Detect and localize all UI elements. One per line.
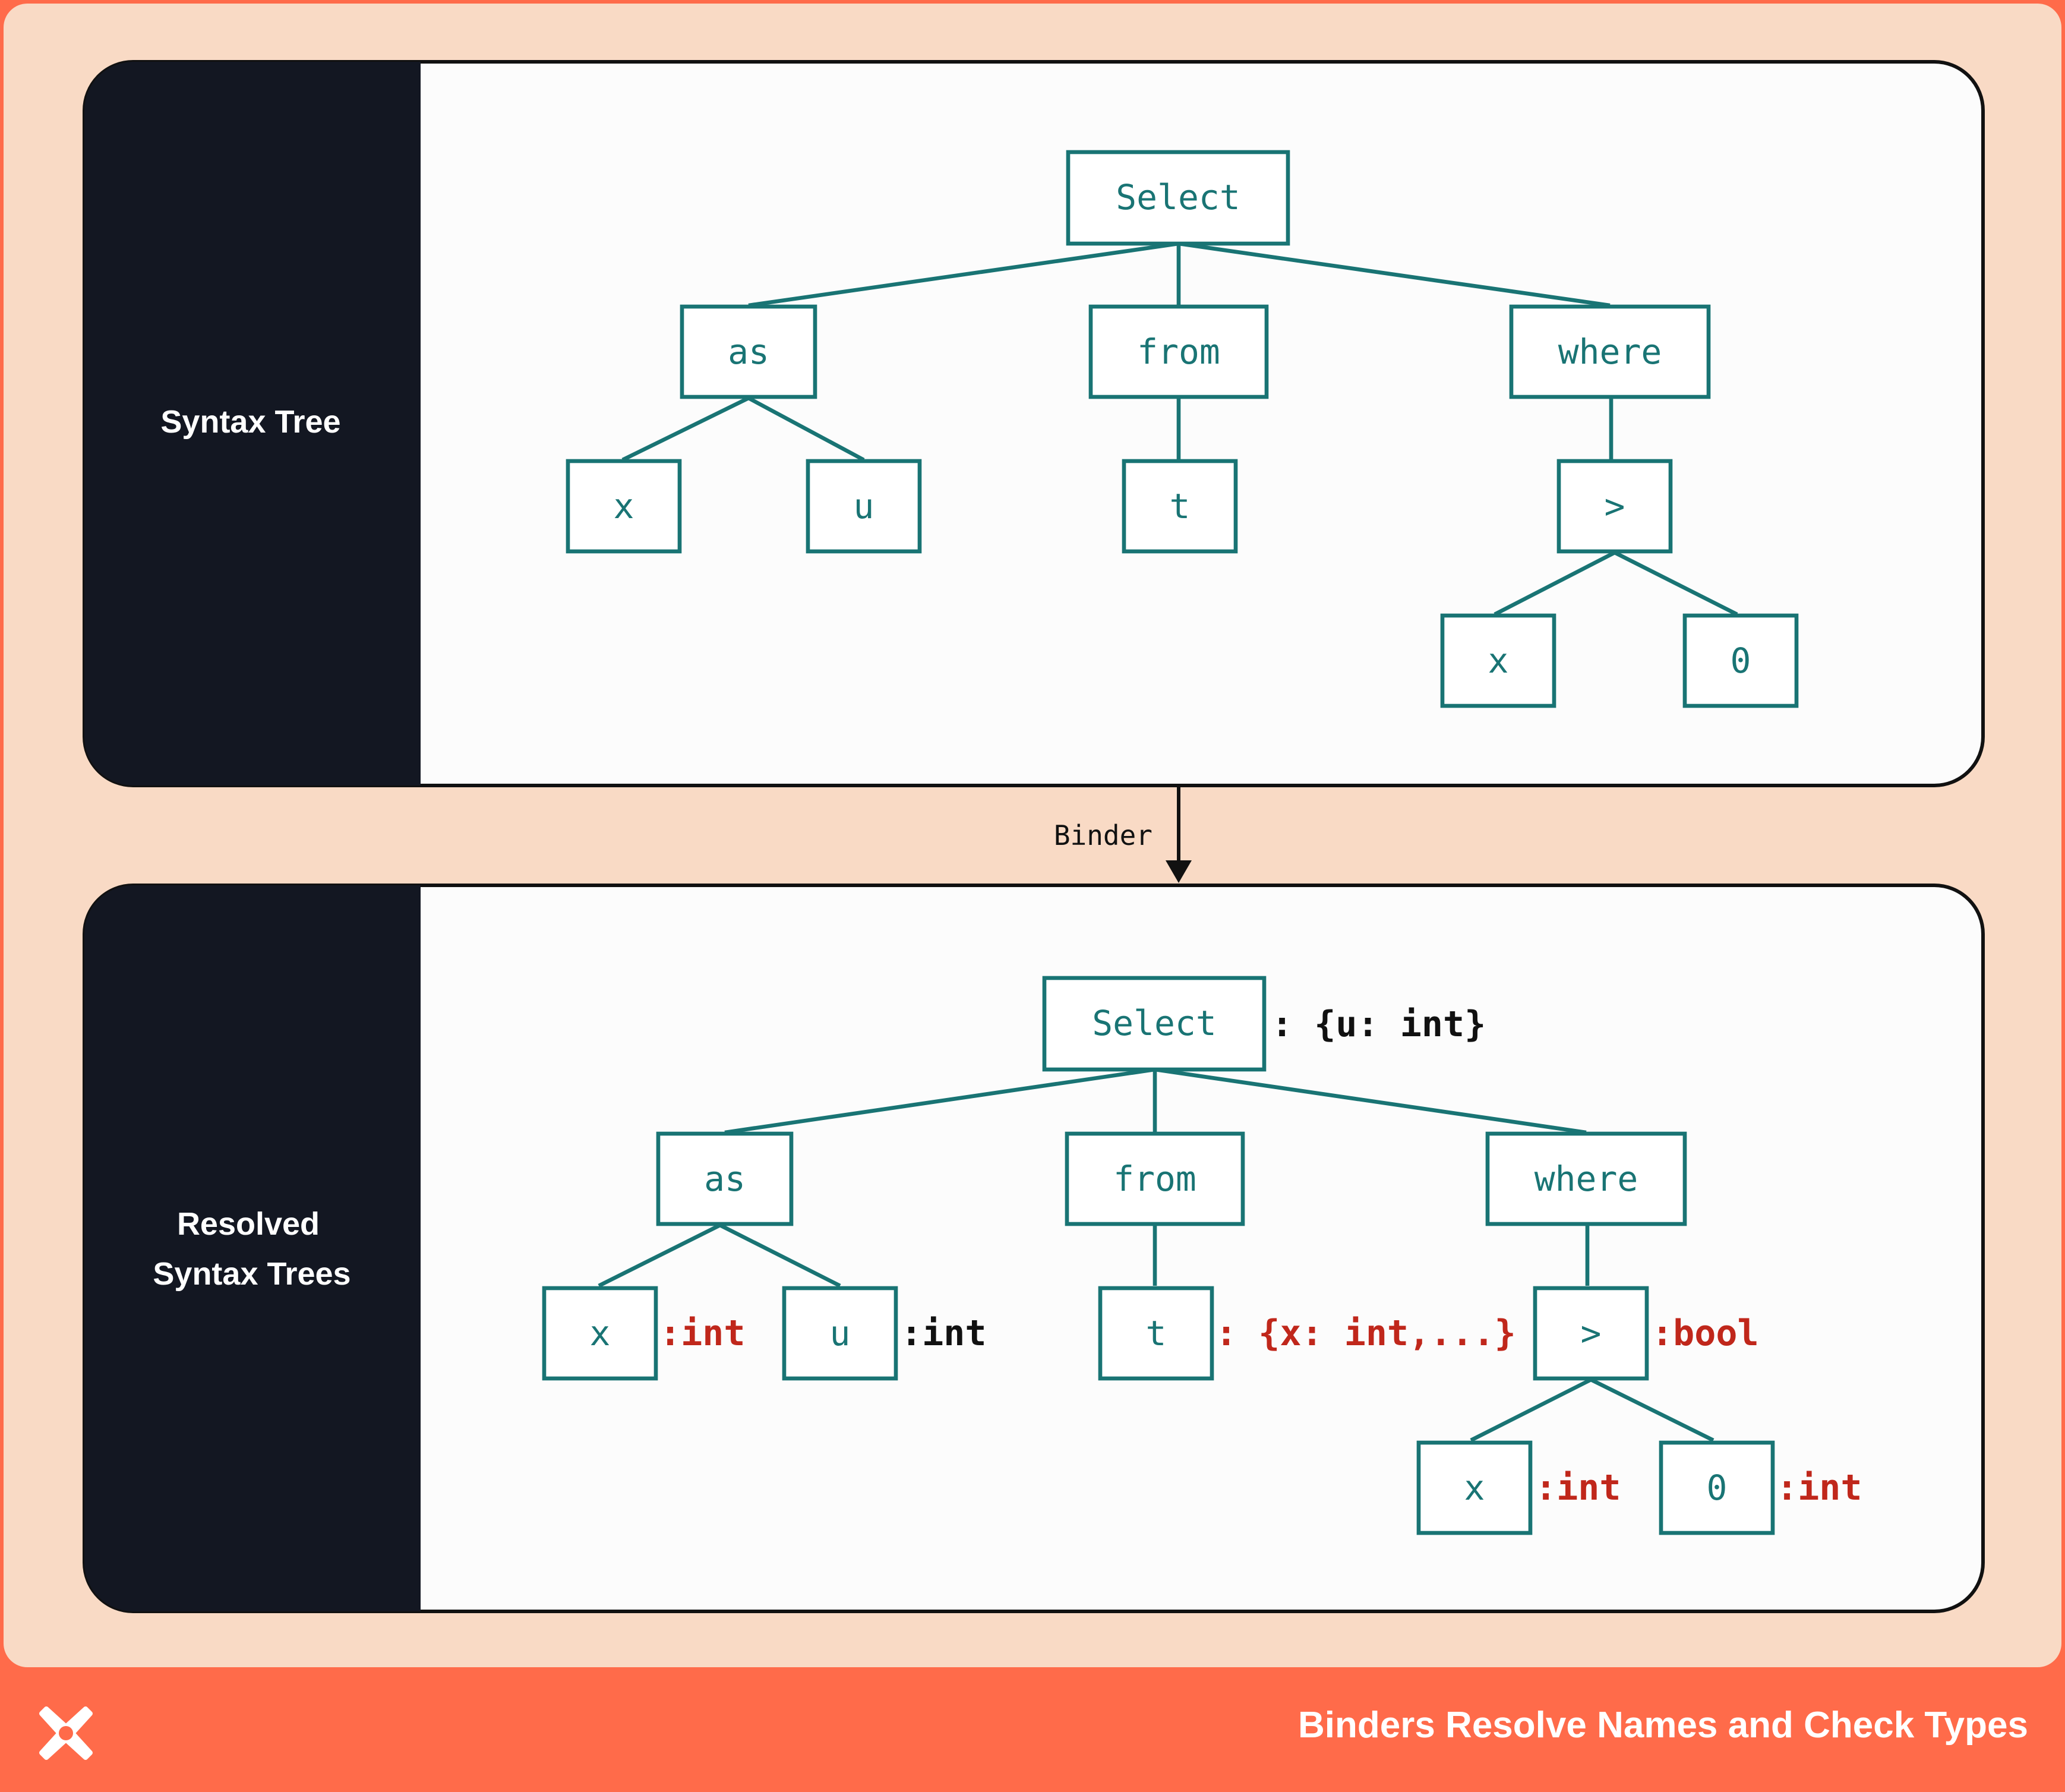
svg-text:x: x — [614, 486, 634, 526]
svg-text:x: x — [1464, 1468, 1485, 1508]
resolved-node-gt: > — [1533, 1286, 1649, 1381]
panel-label: Syntax Tree — [160, 404, 340, 440]
svg-text:from: from — [1137, 332, 1220, 372]
svg-text:>: > — [1581, 1313, 1602, 1354]
tree-node-t: t — [1122, 459, 1238, 554]
tree-edges — [598, 1067, 1714, 1442]
svg-text:where: where — [1558, 332, 1662, 372]
svg-text:0: 0 — [1707, 1468, 1728, 1508]
tree-node-x: x — [566, 459, 682, 554]
svg-text:x: x — [590, 1313, 611, 1354]
svg-text:Select: Select — [1116, 177, 1240, 217]
svg-text:as: as — [704, 1159, 746, 1199]
tree-node-gt: > — [1556, 459, 1673, 554]
tree-node-as: as — [680, 304, 817, 399]
resolved-node-t: t — [1098, 1286, 1214, 1381]
panel-label-line-1: Resolved — [177, 1206, 320, 1242]
type-annotation-select: : {u: int} — [1271, 1004, 1486, 1045]
type-annotation-t: : {x: int,...} — [1215, 1313, 1516, 1354]
resolved-node-from: from — [1065, 1131, 1245, 1226]
footer-title: Binders Resolve Names and Check Types — [1297, 1705, 2028, 1746]
resolved-node-zero: 0 — [1659, 1440, 1775, 1535]
svg-text:0: 0 — [1731, 641, 1751, 681]
brand-logo-icon — [39, 1706, 93, 1760]
tree-node-select: Select — [1066, 150, 1290, 246]
resolved-syntax-trees-panel: Resolved Syntax Trees Select as from — [83, 884, 1985, 1613]
tree-edges — [621, 241, 1738, 616]
resolved-node-x2: x — [1416, 1440, 1533, 1535]
svg-text:as: as — [728, 332, 769, 372]
resolved-node-where: where — [1485, 1131, 1687, 1226]
resolved-node-u: u — [782, 1286, 898, 1381]
svg-text:t: t — [1146, 1313, 1167, 1354]
syntax-tree-panel: Syntax Tree Select as from where — [83, 60, 1985, 787]
svg-text:from: from — [1113, 1159, 1196, 1199]
tree-node-where: where — [1509, 304, 1711, 399]
binder-label: Binder — [1054, 819, 1153, 851]
svg-text:Select: Select — [1092, 1003, 1217, 1043]
panel-label-line-2: Syntax Trees — [153, 1256, 351, 1292]
tree-node-u: u — [806, 459, 922, 554]
svg-text:where: where — [1534, 1159, 1638, 1199]
svg-text:>: > — [1605, 486, 1625, 526]
type-annotation-x2: :int — [1535, 1467, 1621, 1509]
svg-text:x: x — [1488, 641, 1509, 681]
resolved-node-select: Select — [1042, 976, 1267, 1072]
type-annotation-u: :int — [901, 1313, 987, 1354]
resolved-node-as: as — [656, 1131, 794, 1226]
svg-text:t: t — [1170, 486, 1191, 526]
type-annotation-zero: :int — [1776, 1467, 1862, 1509]
type-annotation-gt: :bool — [1652, 1313, 1759, 1354]
tree-node-from: from — [1088, 304, 1269, 399]
type-annotation-x: :int — [659, 1313, 746, 1354]
svg-text:u: u — [830, 1313, 851, 1354]
binder-arrow: Binder — [1054, 787, 1192, 883]
svg-text:u: u — [854, 486, 874, 526]
resolved-node-x: x — [542, 1286, 658, 1381]
tree-node-x2: x — [1440, 613, 1556, 708]
tree-node-zero: 0 — [1682, 613, 1799, 708]
